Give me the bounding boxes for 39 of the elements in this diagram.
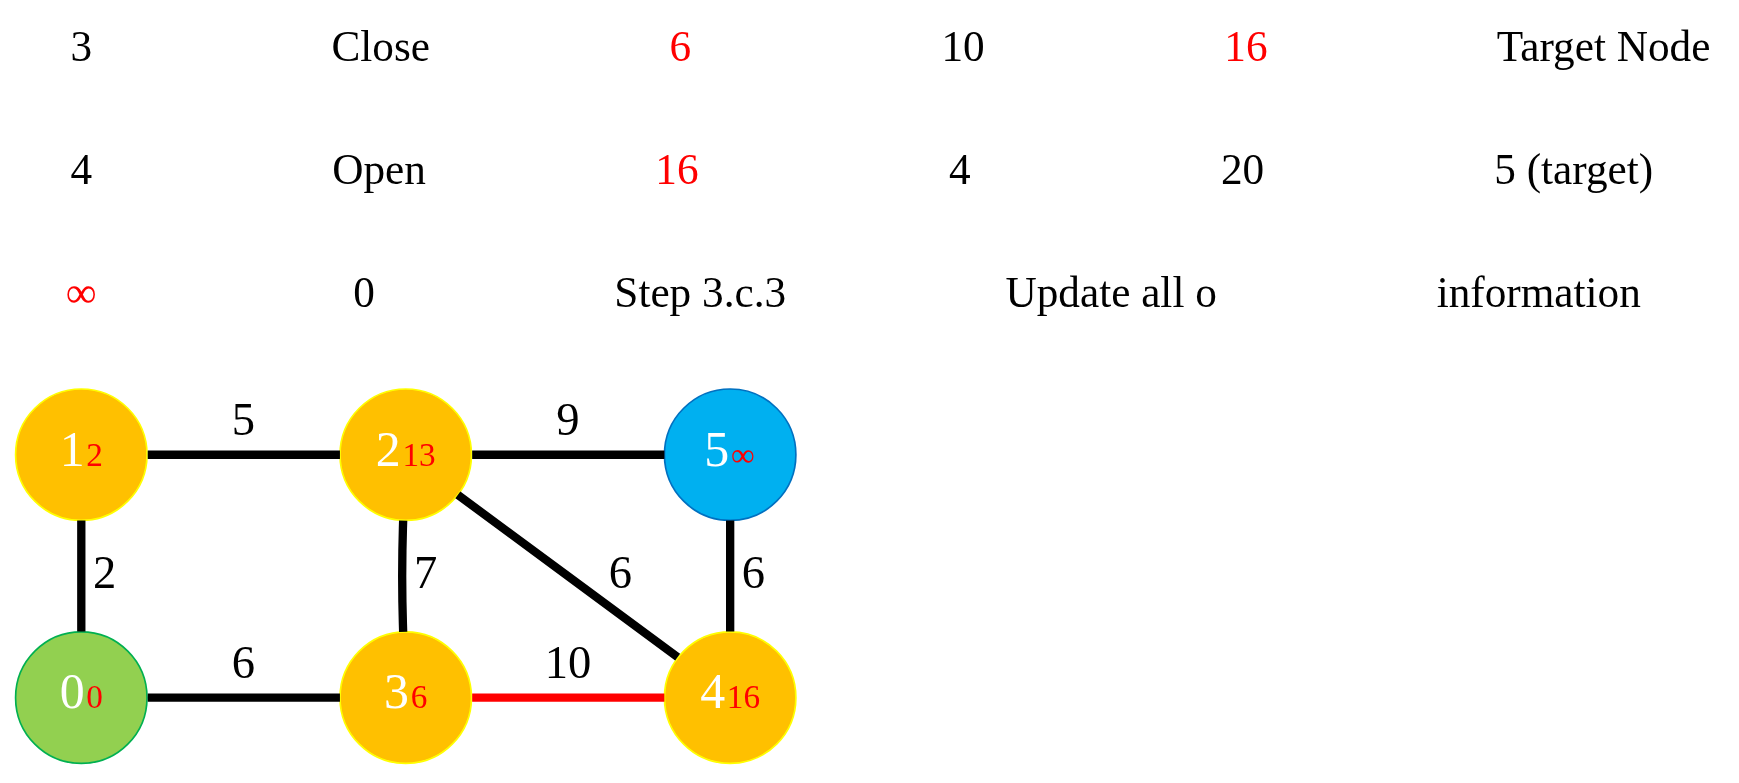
connector [397, 520, 408, 632]
label: Target Node [1496, 21, 1711, 70]
node-circle: 00 [14, 631, 148, 765]
edge-label: 6 [608, 545, 632, 598]
edge-label: 6 [741, 545, 766, 598]
label: Update all o [1005, 268, 1217, 317]
edge-label: 9 [556, 393, 580, 446]
connector [726, 520, 735, 632]
label: 16 [1224, 21, 1268, 70]
edge-label: 2 [92, 545, 117, 598]
connector [77, 520, 86, 632]
node-circle: 416 [663, 631, 797, 765]
edge-label: 6 [231, 636, 256, 689]
label: 20 [1220, 145, 1265, 194]
label: Step 3.c.3 [614, 268, 787, 317]
node-circle: 2 13 [339, 388, 473, 522]
label: Open [332, 145, 426, 194]
label: 10 [941, 21, 985, 70]
label: 4 [948, 145, 971, 194]
label: Close [331, 21, 431, 70]
node-circle: 12 [14, 388, 148, 522]
connector [455, 491, 681, 661]
label: information [1436, 268, 1641, 317]
label: ∞ [65, 268, 97, 317]
label: 6 [669, 21, 692, 70]
edge-label: 10 [544, 636, 592, 689]
connector [147, 693, 340, 702]
label: 0 [353, 268, 375, 317]
edge-label: 5 [231, 393, 256, 446]
label: 4 [70, 145, 93, 194]
connector [472, 450, 665, 459]
label: 3 [70, 21, 93, 70]
node-circle: 5∞ [663, 388, 797, 522]
edge-label: 7 [414, 545, 438, 598]
connector [147, 450, 340, 459]
connector [472, 693, 665, 702]
node-circle: 36 [339, 631, 473, 765]
label: 16 [655, 145, 699, 194]
label: 5 (target) [1494, 145, 1654, 194]
